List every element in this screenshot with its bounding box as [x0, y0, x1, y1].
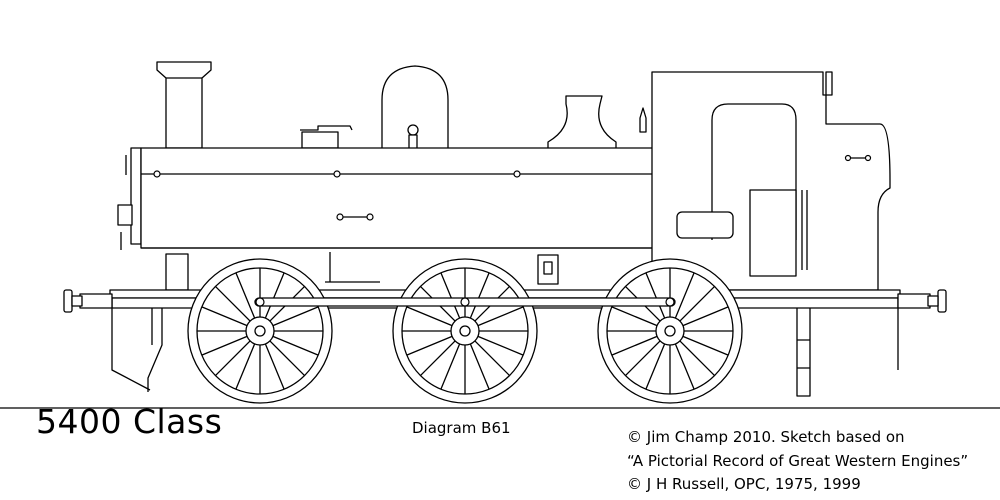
cab	[652, 72, 890, 290]
wheel-spoke	[236, 273, 255, 318]
wheel-spoke	[646, 344, 665, 389]
wheel-spoke	[202, 336, 247, 355]
wheel-spoke	[478, 336, 523, 355]
wheel-spoke	[470, 344, 489, 389]
front-buffer	[64, 290, 112, 312]
credit-line-3: © J H Russell, OPC, 1975, 1999	[627, 475, 861, 493]
cab-steps	[797, 290, 810, 396]
coupling-rod	[255, 298, 675, 306]
driving-wheel-1	[188, 259, 332, 403]
class-title: 5400 Class	[36, 402, 223, 441]
wheel-spoke	[646, 273, 665, 318]
wheel-spoke	[625, 341, 660, 376]
wheel-spoke	[215, 286, 250, 321]
driving-wheel-2	[393, 259, 537, 403]
wheel-spoke	[215, 341, 250, 376]
wheel-spoke	[675, 344, 694, 389]
wheel-spoke	[683, 336, 728, 355]
wheel-spoke	[441, 344, 460, 389]
wheel-spoke	[265, 344, 284, 389]
wheel-spoke	[478, 307, 523, 326]
front-step	[148, 308, 162, 392]
wheel-spoke	[265, 273, 284, 318]
wheel-spoke	[273, 336, 318, 355]
dome	[382, 66, 448, 150]
safety-valve	[548, 96, 616, 150]
wheel-spoke	[407, 336, 452, 355]
wheel-spoke	[202, 307, 247, 326]
wheel-spoke	[680, 286, 715, 321]
wheel-spoke	[420, 341, 455, 376]
wheel-spoke	[270, 341, 305, 376]
wheel-spoke	[273, 307, 318, 326]
lower-body	[141, 248, 652, 290]
smokebox-front	[118, 148, 141, 250]
wheel-spoke	[612, 307, 657, 326]
whistle	[640, 108, 646, 132]
chimney	[157, 62, 211, 148]
wheel-spoke	[475, 341, 510, 376]
wheel-spoke	[683, 307, 728, 326]
driving-wheel-3	[598, 259, 742, 403]
rear-buffer	[898, 290, 946, 312]
wheel-spoke	[680, 341, 715, 376]
wheel-spoke	[612, 336, 657, 355]
wheel-spoke	[441, 273, 460, 318]
wheel-spoke	[407, 307, 452, 326]
credit-line-1: © Jim Champ 2010. Sketch based on	[627, 428, 905, 446]
credit-line-2: “A Pictorial Record of Great Western Eng…	[627, 452, 969, 470]
wheel-spoke	[470, 273, 489, 318]
pannier-tank	[141, 148, 699, 248]
wheel-spoke	[675, 273, 694, 318]
diagram-label: Diagram B61	[412, 419, 511, 437]
wheel-spoke	[236, 344, 255, 389]
